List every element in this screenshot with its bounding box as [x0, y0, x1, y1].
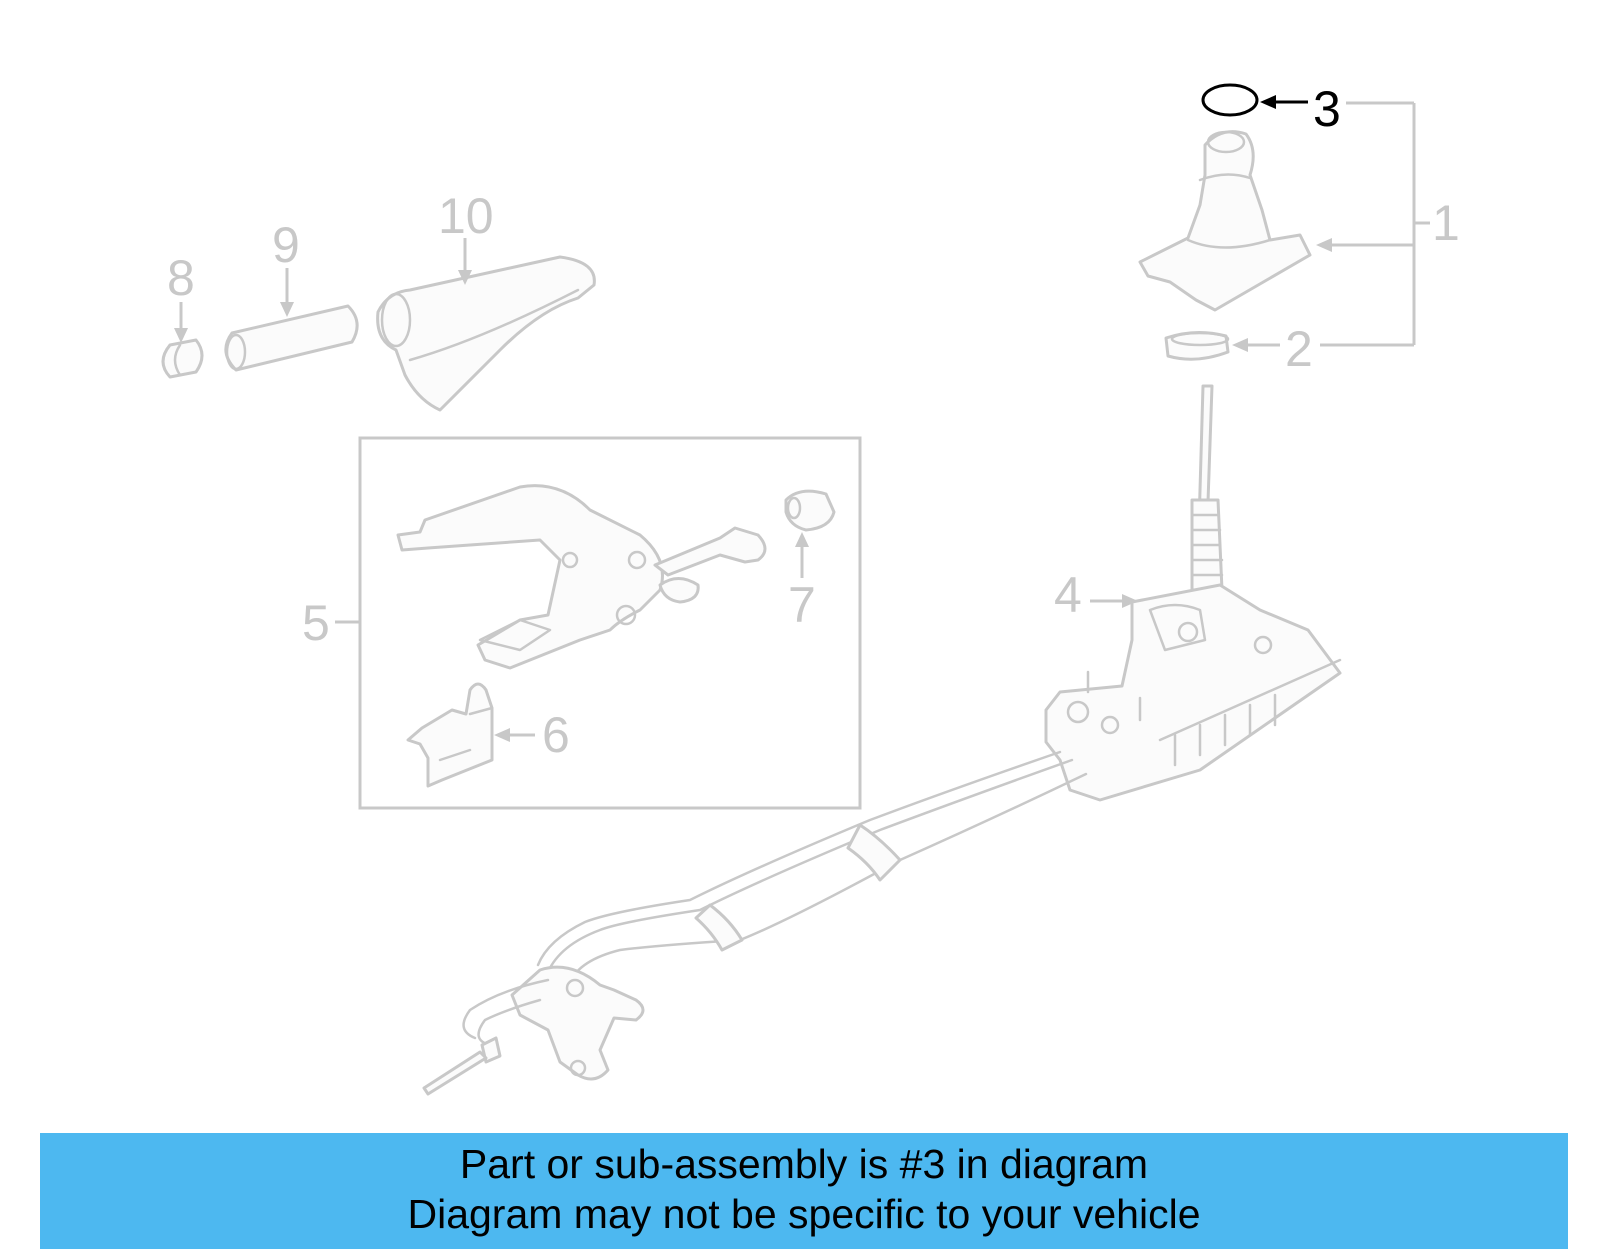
banner-line-1: Part or sub-assembly is #3 in diagram [459, 1141, 1149, 1187]
callout-2: 2 [1232, 321, 1414, 377]
part-5-brake-lever [396, 484, 767, 670]
callout-1: 1 [1316, 101, 1460, 345]
part-8-end-cap [161, 338, 204, 379]
svg-text:8: 8 [167, 250, 195, 306]
part-4-shifter-assembly [1044, 384, 1342, 802]
svg-text:2: 2 [1285, 321, 1313, 377]
info-banner: Part or sub-assembly is #3 in diagram Di… [40, 1133, 1568, 1249]
part-9-handle-grip [224, 304, 359, 372]
part-2-retainer-ring [1164, 331, 1230, 361]
svg-text:10: 10 [438, 188, 494, 244]
svg-text:7: 7 [788, 577, 816, 633]
svg-text:5: 5 [302, 595, 330, 651]
callout-6: 6 [494, 707, 570, 763]
part-6-switch [406, 682, 494, 788]
svg-text:6: 6 [542, 707, 570, 763]
callout-7: 7 [788, 532, 816, 633]
part-1-shift-boot [1138, 130, 1312, 312]
banner-line-2: Diagram may not be specific to your vehi… [407, 1191, 1201, 1237]
svg-text:3: 3 [1313, 81, 1341, 137]
svg-text:1: 1 [1432, 195, 1460, 251]
callout-4: 4 [1054, 567, 1138, 623]
part-7-bushing [784, 489, 836, 532]
shift-cables [422, 750, 1088, 1096]
callout-5: 5 [302, 595, 360, 651]
svg-text:9: 9 [272, 217, 300, 273]
callout-10: 10 [438, 188, 494, 285]
part-10-boot [376, 255, 596, 412]
callout-9: 9 [272, 217, 300, 317]
callout-8: 8 [167, 250, 195, 343]
part-3-o-ring [1201, 83, 1259, 117]
callout-3: 3 [1260, 81, 1341, 137]
svg-text:4: 4 [1054, 567, 1082, 623]
